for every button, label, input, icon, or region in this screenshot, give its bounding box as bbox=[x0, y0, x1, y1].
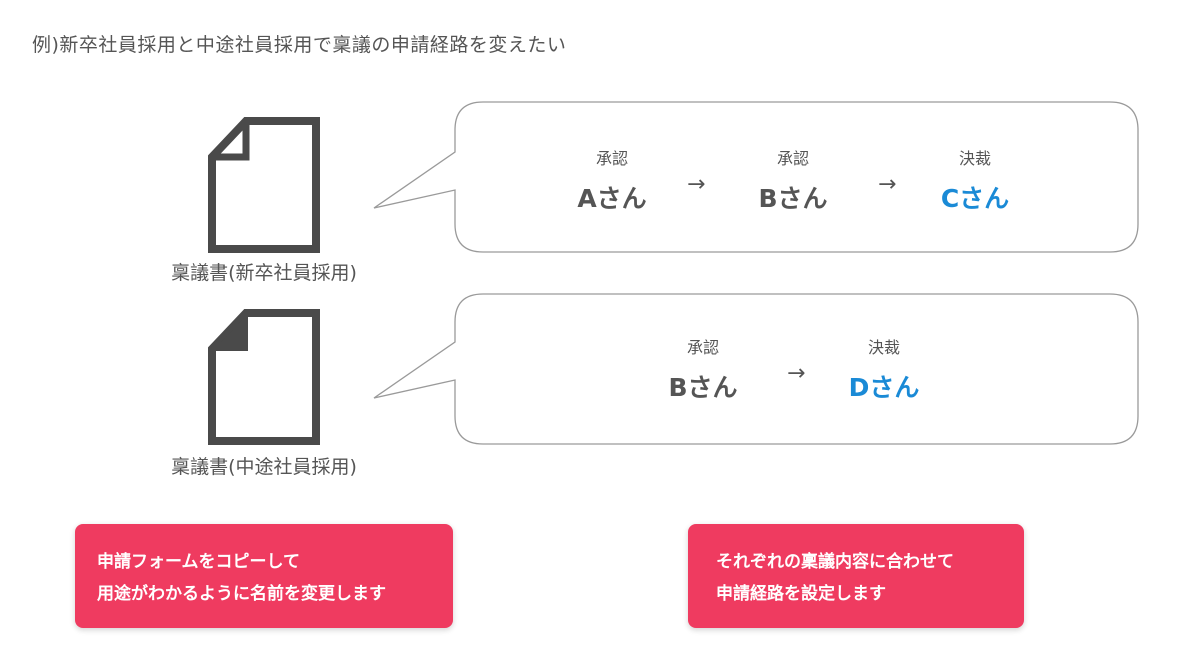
step-person: Aさん bbox=[577, 184, 647, 213]
route-step-2: 決裁 Dさん bbox=[804, 334, 964, 404]
callout-line: 申請経路を設定します bbox=[716, 584, 886, 604]
arrow-icon: → bbox=[878, 172, 897, 197]
document-caption-chuto: 稟議書(中途社員採用) bbox=[171, 456, 357, 478]
document-icon bbox=[208, 117, 320, 253]
page-title: 例)新卒社員採用と中途社員採用で稟議の申請経路を変えたい bbox=[32, 34, 567, 56]
arrow-icon: → bbox=[787, 361, 806, 386]
step-role-label: 承認 bbox=[686, 338, 719, 357]
route-step-1: 承認 Aさん bbox=[532, 145, 692, 215]
step-role-label: 承認 bbox=[595, 149, 628, 168]
document-icon bbox=[208, 309, 320, 445]
route-step-2: 承認 Bさん bbox=[713, 145, 873, 215]
document-caption-shinsotsu: 稟議書(新卒社員採用) bbox=[171, 262, 357, 284]
step-person-final: Dさん bbox=[848, 373, 920, 402]
step-role-label: 決裁 bbox=[867, 338, 900, 357]
arrow-icon: → bbox=[687, 172, 706, 197]
step-person: Bさん bbox=[758, 184, 828, 213]
callout-line: それぞれの稟議内容に合わせて bbox=[716, 552, 954, 572]
step-person: Bさん bbox=[668, 373, 738, 402]
callout-line: 用途がわかるように名前を変更します bbox=[97, 584, 386, 604]
route-step-3: 決裁 Cさん bbox=[895, 145, 1055, 215]
callout-copy-form: 申請フォームをコピーして 用途がわかるように名前を変更します bbox=[75, 524, 453, 628]
callout-set-route: それぞれの稟議内容に合わせて 申請経路を設定します bbox=[688, 524, 1024, 628]
callout-line: 申請フォームをコピーして bbox=[97, 552, 300, 572]
step-person-final: Cさん bbox=[940, 184, 1010, 213]
step-role-label: 決裁 bbox=[958, 149, 991, 168]
route-step-1: 承認 Bさん bbox=[623, 334, 783, 404]
step-role-label: 承認 bbox=[776, 149, 809, 168]
